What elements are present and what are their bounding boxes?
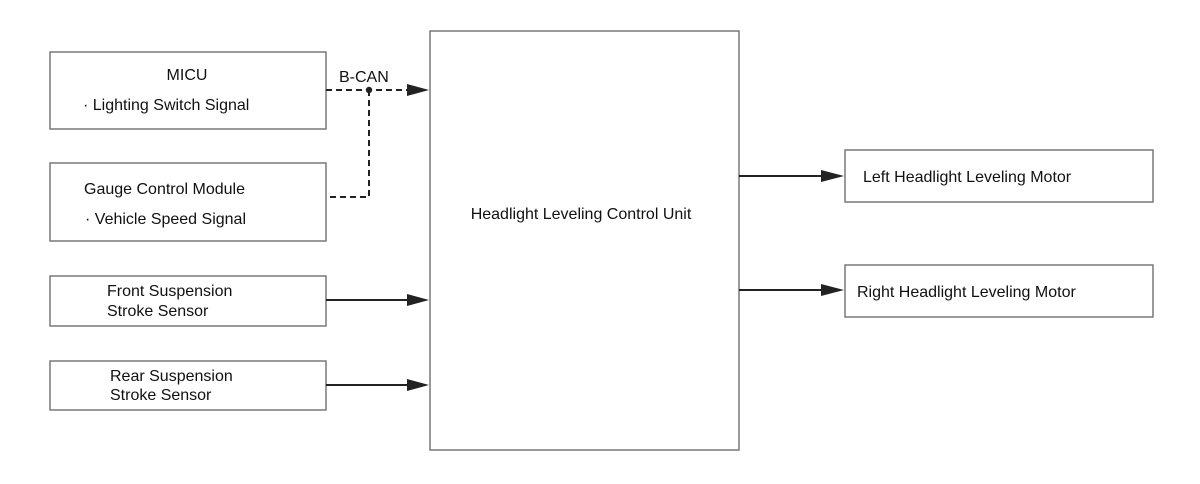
gauge-control-module-signal: · Vehicle Speed Signal [85,211,246,228]
front-suspension-sensor-label-line1: Front Suspension [107,283,232,300]
micu-signal: · Lighting Switch Signal [83,97,249,114]
gauge-to-bus-dashed-line [326,90,370,198]
control-unit-label: Headlight Leveling Control Unit [471,206,692,223]
left-motor-arrowhead [821,170,844,182]
right-motor-arrowhead [821,284,844,296]
rear-suspension-sensor-label-line2: Stroke Sensor [110,387,212,404]
right-motor-box [844,264,1154,318]
b-can-arrowhead [407,84,429,96]
rear-suspension-sensor-box [49,360,327,411]
front-suspension-sensor-box [49,275,327,327]
gauge-control-module-title: Gauge Control Module [84,181,245,198]
front-suspension-sensor-block: Front Suspension Stroke Sensor [49,275,327,327]
b-can-label: B-CAN [339,69,389,86]
gauge-control-module-box [49,162,327,242]
right-motor-connector [739,284,844,296]
control-unit-block: Headlight Leveling Control Unit [429,30,740,451]
micu-box [49,51,327,130]
right-motor-block: Right Headlight Leveling Motor [844,264,1154,318]
micu-block: MICU · Lighting Switch Signal [49,51,327,130]
gauge-control-module-block: Gauge Control Module · Vehicle Speed Sig… [49,162,327,242]
left-motor-box [844,149,1154,203]
rear-sensor-connector [326,379,429,391]
front-sensor-connector [326,294,429,306]
front-suspension-sensor-label-line2: Stroke Sensor [107,303,209,320]
front-sensor-arrowhead [407,294,429,306]
micu-title: MICU [167,67,208,84]
rear-suspension-sensor-label-line1: Rear Suspension [110,368,233,385]
right-motor-label: Right Headlight Leveling Motor [857,284,1076,301]
b-can-bus: B-CAN [326,69,429,198]
left-motor-label: Left Headlight Leveling Motor [863,169,1072,186]
left-motor-connector [739,170,844,182]
control-unit-box [429,30,740,451]
rear-suspension-sensor-block: Rear Suspension Stroke Sensor [49,360,327,411]
left-motor-block: Left Headlight Leveling Motor [844,149,1154,203]
rear-sensor-arrowhead [407,379,429,391]
